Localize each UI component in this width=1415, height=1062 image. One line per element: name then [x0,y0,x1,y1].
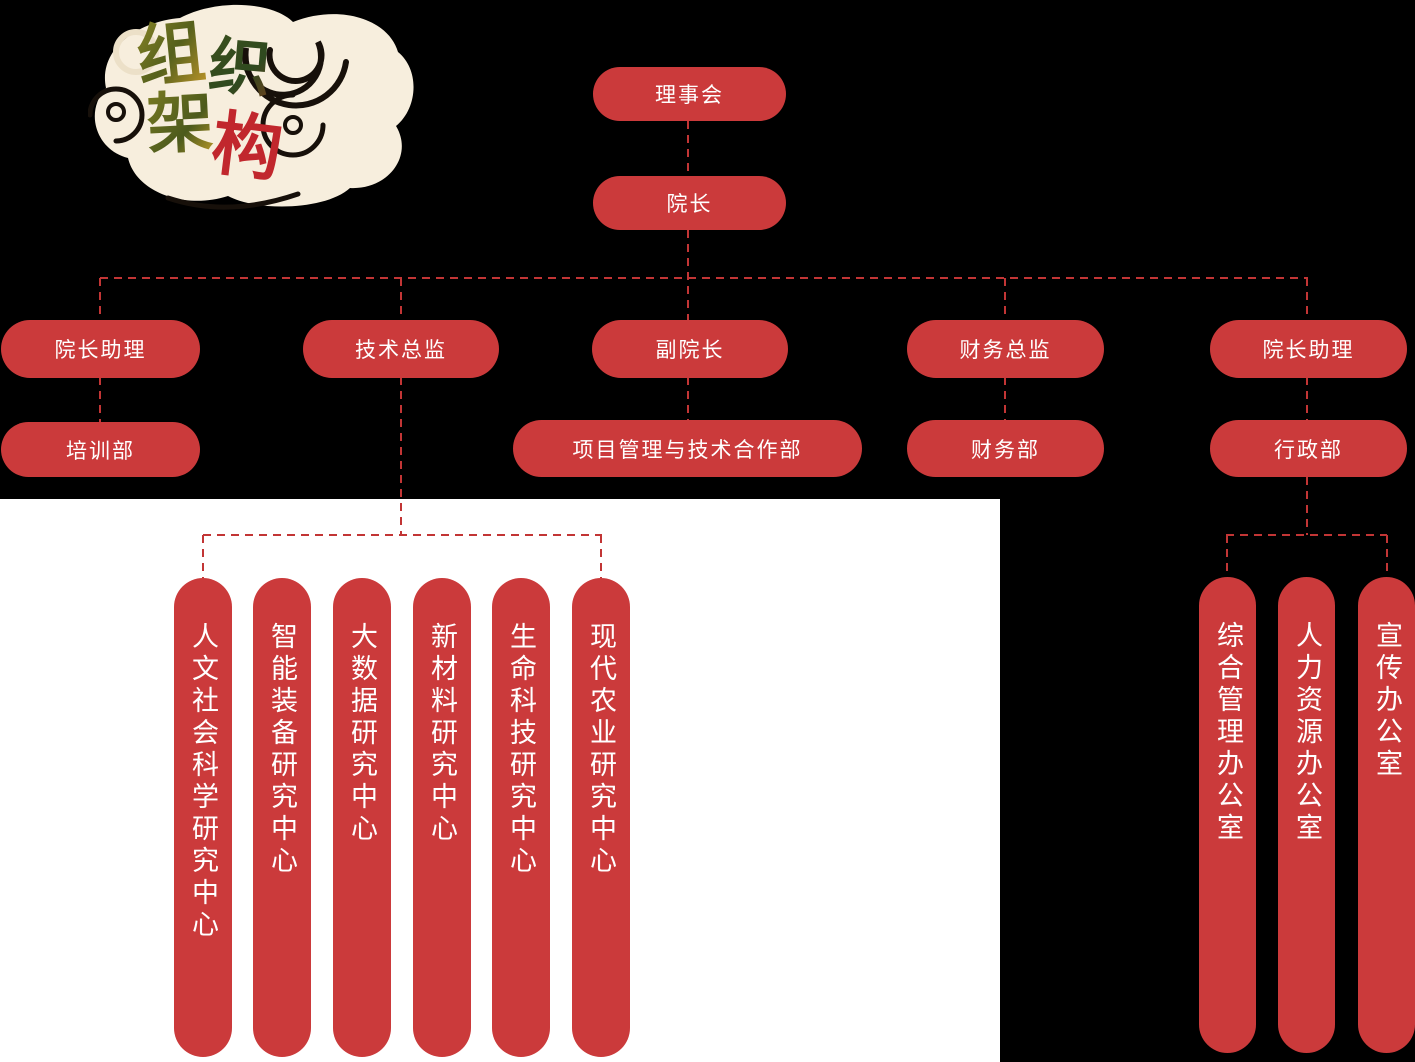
logo-char-jia: 架 [145,82,215,163]
node-office-general-mgmt: 综合管理办公室 [1199,577,1256,1053]
connector-assistant-training [99,377,101,423]
connector-offices-horizontal [1226,534,1387,536]
node-finance-dept: 财务部 [907,420,1104,477]
connector-assistant-admin [1306,377,1308,423]
connector-centers-drop-left [202,535,204,578]
logo-swirl-right-lower [260,92,326,158]
connector-dean-down [687,230,689,320]
connector-centers-drop-right [600,535,602,578]
node-research-center-life-science: 生命科技研究中心 [492,578,550,1057]
node-admin-dept: 行政部 [1210,420,1407,477]
connector-admin-down [1306,477,1308,535]
connector-vice-dean-project [687,377,689,421]
node-research-center-agriculture: 现代农业研究中心 [572,578,630,1057]
logo-char-zhi: 织 [206,28,274,106]
node-research-center-materials: 新材料研究中心 [413,578,471,1057]
logo-char-zu: 组 [133,12,209,99]
connector-drop-assistant-left [99,278,101,321]
node-research-center-bigdata: 大数据研究中心 [333,578,391,1057]
logo-cream-ring [113,29,159,75]
logo-calligraphy: 组 织 架 构 [88,4,414,210]
connector-drop-finance-director [1004,278,1006,321]
node-research-center-humanities: 人文社会科学研究中心 [174,578,232,1057]
logo-swirl-right [242,40,349,109]
node-tech-director: 技术总监 [303,320,499,378]
node-office-publicity: 宣传办公室 [1358,577,1415,1053]
logo-swirl-left [88,86,145,144]
connector-offices-drop-right [1386,535,1388,577]
logo-swirl-tail [165,191,301,210]
connector-drop-assistant-right [1306,278,1308,321]
node-research-center-equipment: 智能装备研究中心 [253,578,311,1057]
logo-swirl-left-dot [106,102,126,122]
node-office-hr: 人力资源办公室 [1278,577,1335,1053]
node-vice-dean: 副院长 [592,320,788,378]
node-finance-director: 财务总监 [907,320,1104,378]
node-dean: 院长 [593,176,786,230]
node-board: 理事会 [593,67,786,121]
logo-swirl-dot [283,115,303,135]
logo-char-gou: 构 [207,101,287,192]
connector-drop-tech-director [400,278,402,321]
logo-cloud-shape [94,4,414,207]
connector-offices-drop-left [1226,535,1228,577]
connector-finance-director-dept [1004,377,1006,423]
connector-board-dean [687,121,689,176]
node-training-dept: 培训部 [1,422,200,477]
connector-main-horizontal [100,277,1308,279]
connector-centers-horizontal [203,534,602,536]
node-dean-assistant-right: 院长助理 [1210,320,1407,378]
node-dean-assistant-left: 院长助理 [1,320,200,378]
node-project-mgmt-dept: 项目管理与技术合作部 [513,420,862,477]
connector-tech-director-down [400,377,402,536]
